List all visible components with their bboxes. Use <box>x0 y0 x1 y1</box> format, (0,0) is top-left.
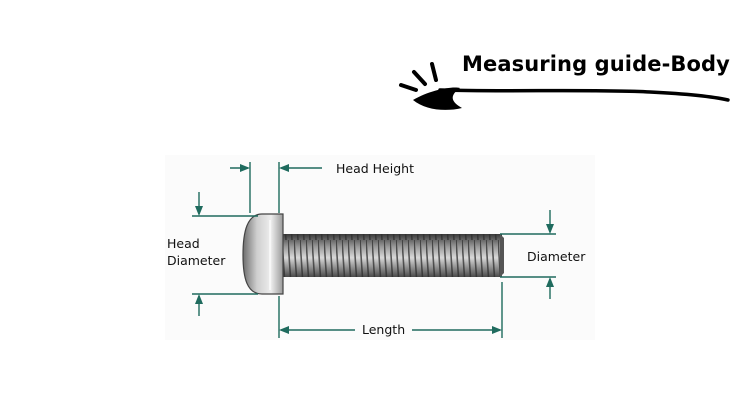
screw-head <box>242 213 284 295</box>
head-height-label: Head Height <box>336 161 414 176</box>
head-diameter-label-line2: Diameter <box>167 253 226 268</box>
head-diameter-arrow-top <box>195 206 203 216</box>
page-title: Measuring guide-Body <box>462 52 730 76</box>
head-height-arrow-left <box>240 164 250 172</box>
diameter-label: Diameter <box>527 249 586 264</box>
diameter-arrow-bottom <box>546 277 554 287</box>
diameter-arrow-top <box>546 224 554 234</box>
head-height-arrow-right <box>279 164 289 172</box>
length-arrow-right <box>492 326 502 334</box>
head-diameter-label-line1: Head <box>167 236 200 251</box>
screw-tip <box>500 234 504 277</box>
screw-threads <box>280 234 502 277</box>
length-label: Length <box>362 322 406 337</box>
sparkle-arrow-icon <box>399 62 730 110</box>
screw-illustration <box>242 213 504 295</box>
length-arrow-left <box>279 326 289 334</box>
head-diameter-arrow-bottom <box>195 294 203 304</box>
